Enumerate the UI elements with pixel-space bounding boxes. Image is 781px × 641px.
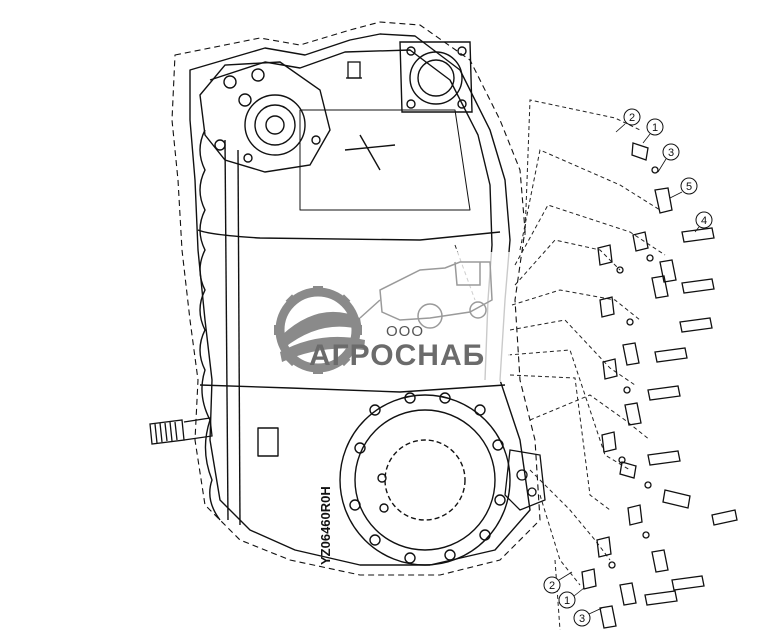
serial-marking: YZ06460R0H — [318, 486, 333, 565]
top-right-flange — [399, 41, 473, 113]
svg-text:1: 1 — [652, 122, 658, 134]
callout-upper-1: 1 — [642, 118, 664, 144]
callout-upper-2: 2 — [615, 108, 641, 133]
fitting-group-4 — [599, 296, 688, 366]
svg-text:2: 2 — [549, 580, 555, 592]
svg-text:1: 1 — [564, 595, 570, 607]
callout-upper-4: 4 — [694, 211, 713, 233]
callout-lower-1: 1 — [558, 587, 585, 609]
fitting-group-3 — [597, 244, 713, 333]
watermark-prefix: ООО — [386, 323, 424, 340]
callouts: 2 1 3 5 4 2 1 — [543, 108, 713, 627]
fitting-group-5 — [602, 358, 681, 426]
watermark-combine-harvester-icon — [359, 261, 493, 329]
svg-text:2: 2 — [629, 112, 635, 124]
left-shaft — [149, 417, 213, 445]
callout-lower-3: 3 — [573, 607, 603, 627]
watermark-gear-icon — [274, 286, 365, 374]
svg-text:4: 4 — [701, 215, 707, 227]
svg-text:3: 3 — [668, 147, 674, 159]
bottom-gear-cover — [339, 392, 511, 566]
valve-body — [504, 449, 546, 511]
callout-lower-2: 2 — [543, 571, 573, 594]
fitting-group-10 — [581, 568, 617, 629]
fitting-assemblies — [581, 142, 738, 629]
top-left-pump — [199, 61, 331, 173]
callout-upper-5: 5 — [669, 177, 698, 199]
fitting-group-2 — [632, 231, 715, 294]
fitting-group-1 — [631, 142, 715, 243]
fitting-group-8 — [627, 504, 705, 591]
fitting-group-7 — [601, 431, 681, 466]
watermark-name: АГРОСНАБ — [309, 339, 485, 372]
fitting-group-9 — [596, 536, 678, 606]
callout-upper-3: 3 — [657, 143, 680, 173]
svg-text:5: 5 — [686, 181, 692, 193]
svg-text:3: 3 — [579, 613, 585, 625]
breather-fitting — [346, 61, 362, 79]
agrosnab-watermark: ООО АГРОСНАБ — [268, 252, 510, 382]
transmission-housing — [171, 21, 541, 576]
fitting-group-6 — [619, 461, 738, 526]
